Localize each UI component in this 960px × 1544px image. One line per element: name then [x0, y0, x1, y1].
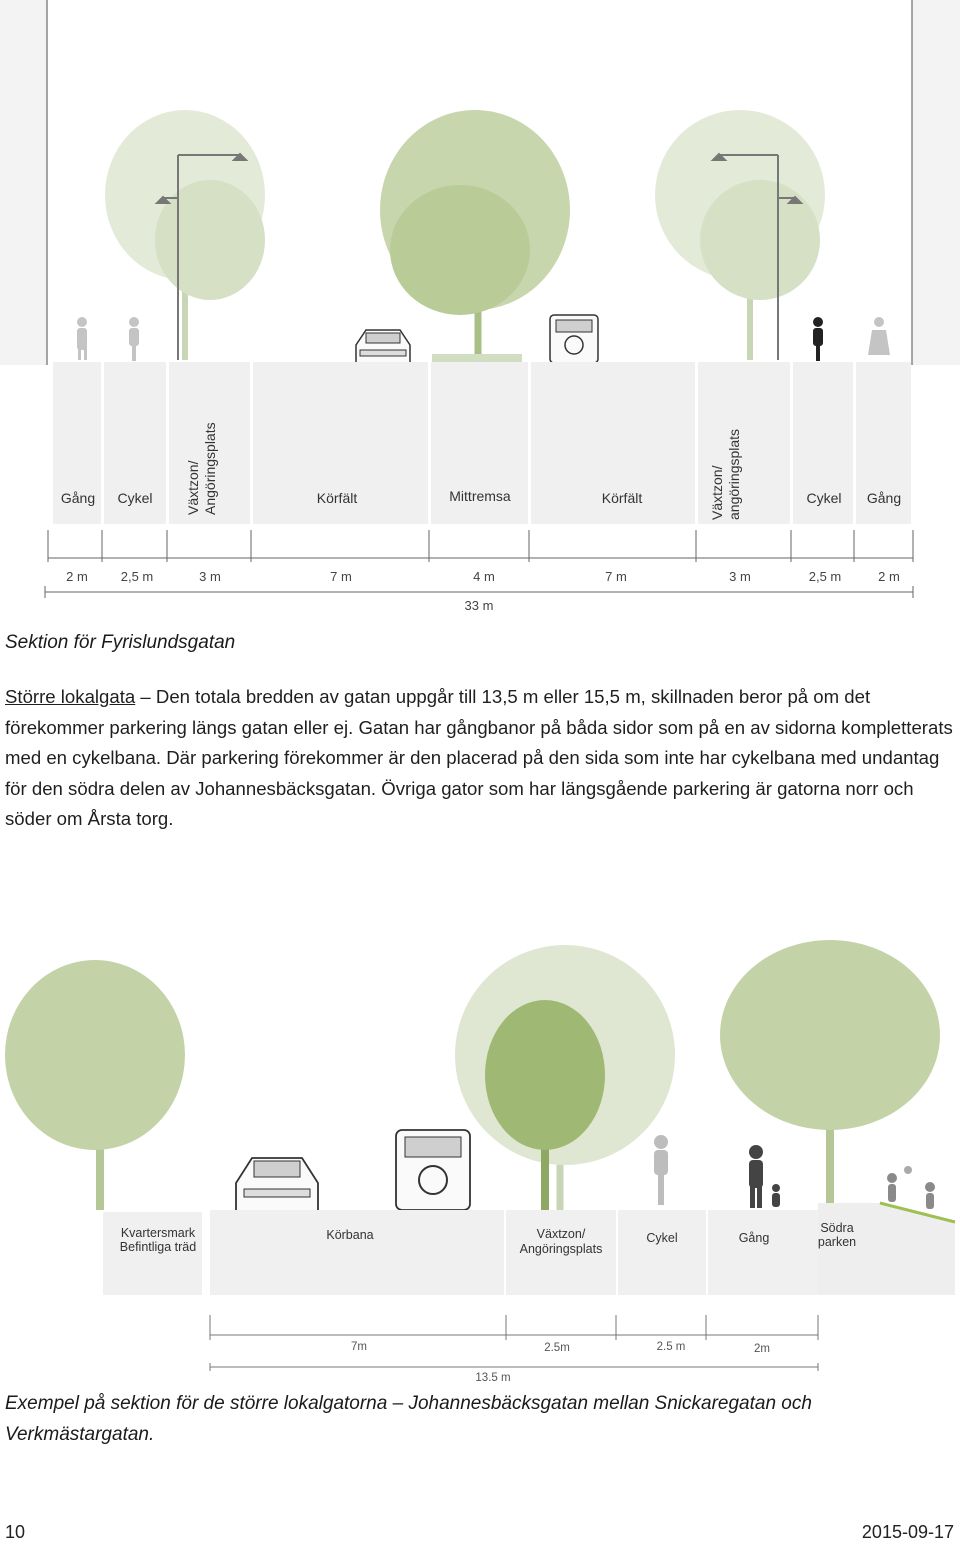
pedestrian-right-icon	[868, 317, 890, 355]
zone-label-cykel: Cykel	[646, 1231, 677, 1245]
width-label: 3 m	[729, 569, 751, 584]
zone-label-korbana: Körbana	[326, 1228, 373, 1242]
zone-label-gang: Gång	[739, 1231, 770, 1245]
street-lamp-right	[710, 152, 804, 360]
zone-label-mittremsa: Mittremsa	[449, 488, 511, 504]
zone-label-sodra: Södra	[820, 1221, 853, 1235]
page-number: 10	[5, 1522, 26, 1542]
tree-left	[5, 960, 185, 1210]
building-right	[912, 0, 960, 365]
car-rear-icon	[549, 314, 599, 364]
body-text: – Den totala bredden av gatan uppgår til…	[5, 686, 953, 829]
caption-section-1: Sektion för Fyrislundsgatan	[5, 632, 236, 653]
dimension-lines	[44, 530, 914, 598]
zone-label-cykel-left: Cykel	[117, 490, 152, 506]
section-zones	[103, 1210, 818, 1295]
street-section-johannesbacksgatan: Kvartersmark Befintliga träd Körbana Väx…	[5, 940, 956, 1384]
children-playing-icon	[887, 1166, 935, 1209]
width-label: 2m	[754, 1343, 770, 1355]
street-section-fyrislundsgatan: Gång Cykel Växtzon/Angöringsplats Körfäl…	[0, 0, 960, 613]
width-label: 2 m	[66, 569, 88, 584]
pedestrian-with-child-icon	[749, 1145, 780, 1208]
width-label: 4 m	[473, 569, 495, 584]
width-label: 2.5m	[544, 1342, 570, 1354]
street-lamp-left	[154, 152, 249, 360]
zone-label-korfalt-left: Körfält	[317, 490, 358, 506]
width-label: 2 m	[878, 569, 900, 584]
width-label: 7 m	[605, 569, 627, 584]
zone-label-korfalt-right: Körfält	[602, 490, 643, 506]
car-front-icon	[355, 329, 411, 364]
tree-middle-front	[485, 1000, 605, 1210]
page-date: 2015-09-17	[861, 1522, 954, 1542]
zone-label-vaxtzon: Växtzon/	[537, 1227, 586, 1241]
zone-label-vaxtzon-left: Växtzon/Angöringsplats	[185, 422, 218, 515]
zone-label-gang-left: Gång	[61, 490, 95, 506]
section-zones	[53, 362, 911, 524]
term-storre-lokalgata: Större lokalgata	[5, 686, 136, 707]
zone-label-cykel-right: Cykel	[806, 490, 841, 506]
total-width-label: 13.5 m	[475, 1372, 510, 1384]
pedestrian-left-icon	[77, 317, 87, 360]
width-label: 3 m	[199, 569, 221, 584]
zone-label-kvartersmark: Kvartersmark	[121, 1226, 196, 1240]
width-label: 2,5 m	[121, 569, 154, 584]
zone-label-befintliga-trad: Befintliga träd	[120, 1240, 196, 1254]
tree-right-back	[655, 110, 825, 360]
car-rear-icon	[395, 1129, 471, 1211]
cyclist-right-icon	[813, 317, 823, 361]
width-label: 7 m	[330, 569, 352, 584]
building-left	[0, 0, 47, 365]
cyclist-icon	[654, 1135, 668, 1205]
zone-label-parken: parken	[818, 1235, 856, 1249]
dimension-lines	[209, 1315, 819, 1371]
car-front-icon	[235, 1157, 319, 1212]
cyclist-left-icon	[129, 317, 139, 361]
tree-left-back	[105, 110, 265, 360]
zone-label-angoringsplats: Angöringsplats	[520, 1242, 603, 1256]
median-planting	[432, 354, 522, 362]
width-label: 2,5 m	[809, 569, 842, 584]
width-label: 7m	[351, 1341, 367, 1353]
zone-label-gang-right: Gång	[867, 490, 901, 506]
caption-section-2: Exempel på sektion för de större lokalga…	[5, 1393, 812, 1445]
tree-right	[720, 940, 940, 1210]
width-label: 2.5 m	[657, 1341, 686, 1353]
park-slope	[818, 1203, 955, 1295]
body-paragraph: Större lokalgata – Den totala bredden av…	[5, 682, 957, 835]
tree-center	[380, 110, 570, 360]
zone-label-vaxtzon-right: Växtzon/angöringsplats	[709, 429, 742, 520]
total-width-label: 33 m	[465, 598, 494, 613]
